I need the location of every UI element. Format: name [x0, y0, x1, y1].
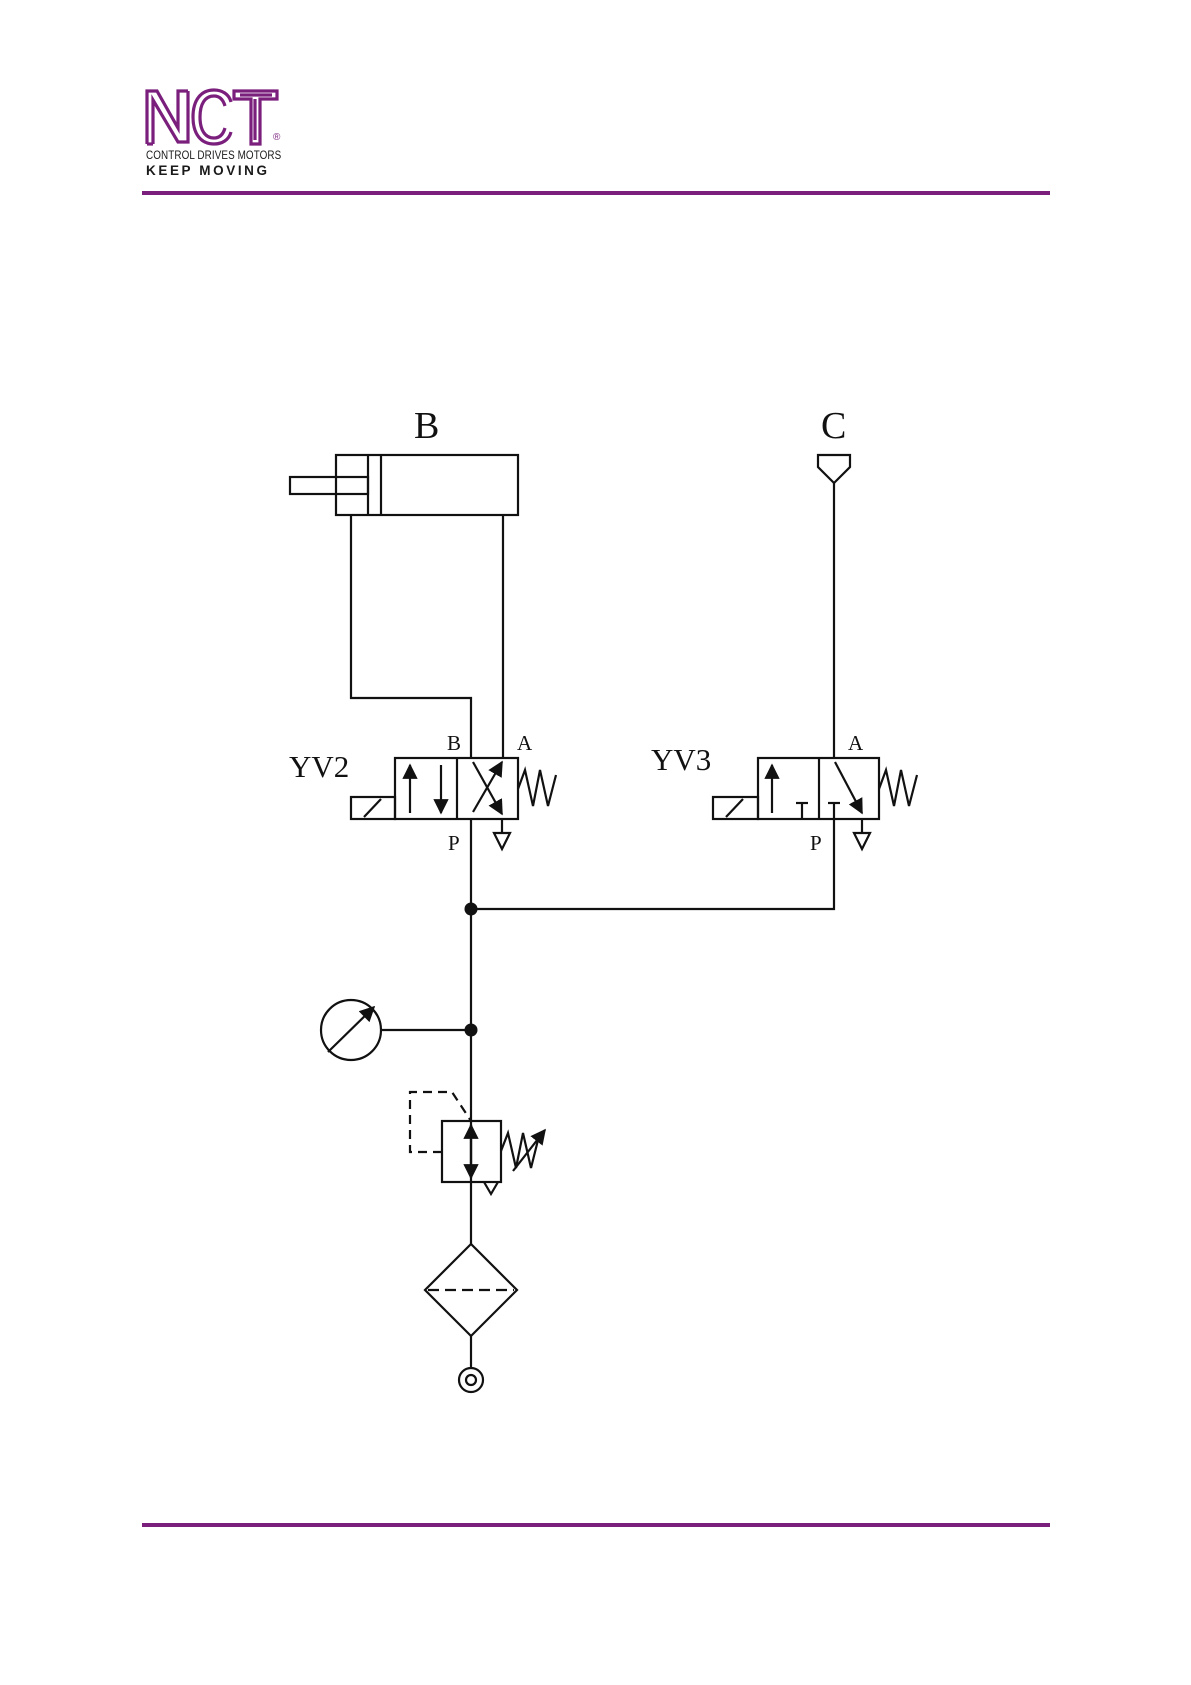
exhaust-port-icon [494, 833, 510, 849]
valve-yv3-port-a: A [848, 731, 864, 755]
junction-dot [465, 1024, 478, 1037]
pressure-regulator-icon [410, 1092, 545, 1194]
pressure-gauge-icon [321, 1000, 471, 1060]
line-supply-to-yv3 [471, 819, 834, 909]
exhaust-port-icon [854, 833, 870, 849]
double-acting-cylinder-icon [290, 455, 518, 515]
spring-icon [879, 770, 917, 806]
supply-port-label: C [821, 405, 846, 447]
valve-yv2-label: YV2 [289, 749, 349, 784]
valve-yv2-port-p: P [448, 831, 460, 855]
supply-port-c-icon [818, 455, 850, 483]
valve-yv3-label: YV3 [651, 742, 711, 777]
filter-icon [425, 1244, 517, 1336]
air-source-icon [459, 1368, 483, 1392]
cylinder-label: B [414, 405, 439, 447]
spring-icon [518, 770, 556, 806]
solenoid-icon [713, 797, 758, 819]
valve-yv3-port-p: P [810, 831, 822, 855]
valve-yv2-port-a: A [517, 731, 533, 755]
line-cylinder-to-port-b [351, 515, 471, 758]
valve-yv2-port-b: B [447, 731, 461, 755]
solenoid-icon [351, 797, 395, 819]
junction-dot [465, 903, 478, 916]
